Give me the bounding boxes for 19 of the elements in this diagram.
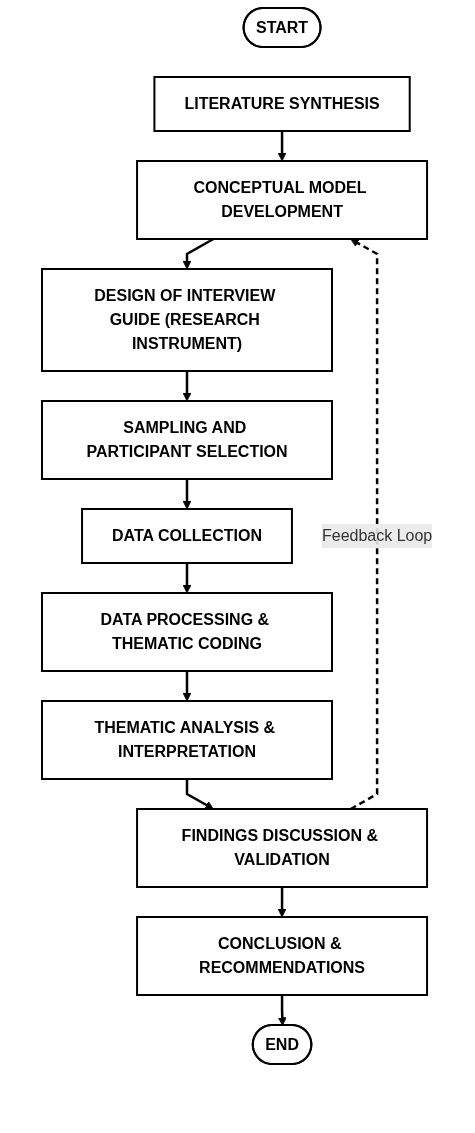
node-box: CONCEPTUAL MODEL DEVELOPMENT (136, 160, 429, 240)
arrow (278, 131, 287, 162)
arrow (278, 995, 288, 1026)
edge-label: Feedback Loop (322, 527, 433, 544)
arrow (278, 887, 287, 918)
node-box: THEMATIC ANALYSIS & INTERPRETATION (41, 700, 334, 780)
node-box: CONCLUSION & RECOMMENDATIONS (136, 916, 429, 996)
arrow (186, 779, 215, 810)
node-box: SAMPLING AND PARTICIPANT SELECTION (41, 400, 334, 480)
arrow (182, 671, 192, 702)
arrow (182, 479, 192, 510)
node-box: DATA PROCESSING & THEMATIC CODING (41, 592, 334, 672)
node-box: DATA COLLECTION (81, 508, 294, 564)
node-box: LITERATURE SYNTHESIS (153, 76, 412, 132)
node-box: FINDINGS DISCUSSION & VALIDATION (136, 808, 429, 888)
arrow (182, 563, 192, 594)
node-box: DESIGN OF INTERVIEW GUIDE (RESEARCH INSTRUMENT) (41, 268, 334, 372)
arrow (182, 371, 192, 402)
arrow (350, 238, 379, 811)
